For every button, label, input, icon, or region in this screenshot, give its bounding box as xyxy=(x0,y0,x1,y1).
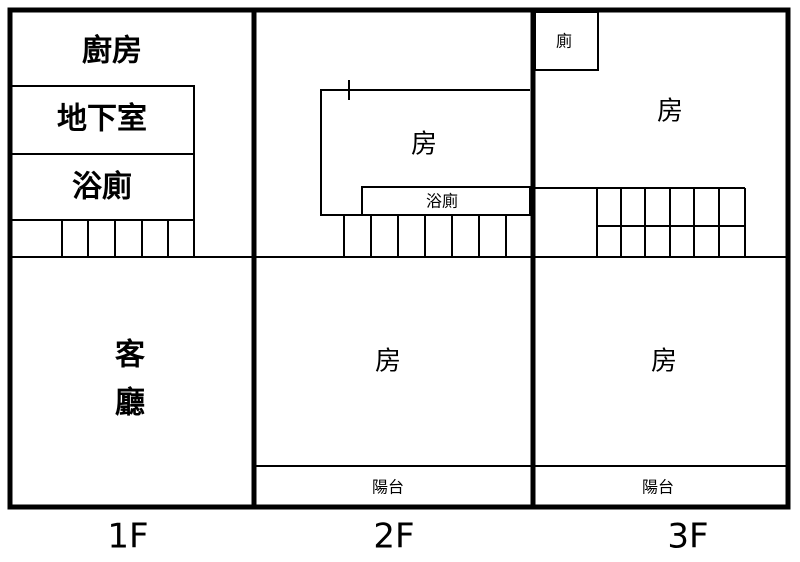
f3-toilet-label: 廁 xyxy=(556,32,572,51)
f1-stair-box xyxy=(9,219,195,258)
floor-2-caption: 2F xyxy=(373,517,414,557)
f2-bathroom-label: 浴廁 xyxy=(426,192,458,211)
floor-1-caption: 1F xyxy=(107,517,148,557)
f3-balcony-label: 陽台 xyxy=(642,478,674,497)
f2-room-lower-label: 房 xyxy=(375,347,401,377)
f3-toilet-box xyxy=(534,11,599,71)
f1-basement-label: 地下室 xyxy=(57,102,147,137)
f1-living-label-top: 客 xyxy=(115,338,145,373)
f3-room-upper-label: 房 xyxy=(657,97,683,127)
f2-room-wall xyxy=(320,89,530,216)
f1-living-label-bottom: 廳 xyxy=(115,386,145,421)
f2-room-upper-label: 房 xyxy=(411,130,437,160)
f2-stair-treads xyxy=(370,215,507,257)
f3-room-lower-label: 房 xyxy=(651,347,677,377)
floor-3-caption: 3F xyxy=(667,517,708,557)
outer-frame xyxy=(7,7,791,510)
f1-kitchen-label: 廚房 xyxy=(82,34,142,69)
f1-stair-treads xyxy=(61,220,169,257)
f3-stair-treads xyxy=(596,188,720,257)
f2-balcony-label: 陽台 xyxy=(372,478,404,497)
f1-bathroom-label: 浴廁 xyxy=(72,170,132,205)
f2-stair-box xyxy=(343,214,534,258)
